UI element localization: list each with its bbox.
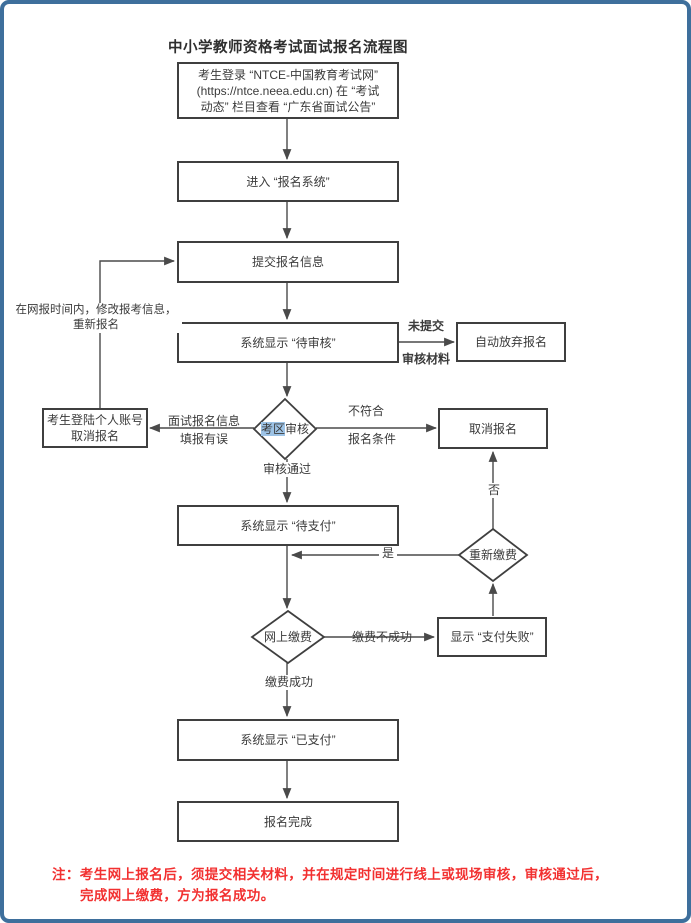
edge-label-no: 否 xyxy=(485,483,503,498)
step-pending-review-box: 系统显示 “待审核” xyxy=(177,322,399,363)
decision-online-payment-diamond xyxy=(250,609,326,665)
edge-label-review-passed: 审核通过 xyxy=(247,462,327,477)
step-submit-info-box: 提交报名信息 xyxy=(177,241,399,283)
footer-note-line2: 完成网上缴费，方为报名成功。 xyxy=(80,888,275,903)
edge-label-wrong-info: 面试报名信息 填报有误 xyxy=(167,414,240,446)
edge-label-payment-unsuccessful: 缴费不成功 xyxy=(351,630,412,644)
decision-online-payment-label: 网上缴费 xyxy=(263,630,312,644)
edge-label-not-qualified: 不符合 报名条件 xyxy=(348,404,397,446)
step-enter-system-box: 进入 “报名系统” xyxy=(177,161,399,202)
step-payment-failed-box: 显示 “支付失败” xyxy=(437,617,547,657)
decision-exam-area-review-label: 考区审核 xyxy=(245,422,325,437)
selected-text-highlight: 考区 xyxy=(260,422,285,436)
step-login-box: 考生登录 “NTCE-中国教育考试网” (https://ntce.neea.e… xyxy=(177,62,399,119)
step-paid-box: 系统显示 “已支付” xyxy=(177,719,399,761)
decision-exam-area-review-rest: 审核 xyxy=(285,422,310,436)
decision-repay-label: 重新缴费 xyxy=(468,548,517,562)
footer-note-line1: 注：考生网上报名后，须提交相关材料，并在规定时间进行线上或现场审核，审核通过后， xyxy=(52,867,608,882)
edge-label-not-submitted: 未提交 审核材料 xyxy=(401,319,450,366)
step-pending-payment-box: 系统显示 “待支付” xyxy=(177,505,399,546)
edge-label-modify-note: 在网报时间内，修改报考信息， 重新报名 xyxy=(10,303,182,333)
step-cancel-registration-box: 取消报名 xyxy=(438,408,548,449)
step-login-cancel-box: 考生登陆个人账号 取消报名 xyxy=(42,408,148,448)
footer-note: 注：考生网上报名后，须提交相关材料，并在规定时间进行线上或现场审核，审核通过后，… xyxy=(52,864,608,906)
page-title: 中小学教师资格考试面试报名流程图 xyxy=(168,40,408,56)
flow-connectors xyxy=(99,119,529,800)
decision-exam-area-review-diamond xyxy=(252,397,318,461)
step-auto-abandon-box: 自动放弃报名 xyxy=(456,322,566,362)
decision-repay-diamond xyxy=(457,527,529,583)
edge-label-yes: 是 xyxy=(379,546,397,561)
connector-logincancel-to-submit xyxy=(99,256,176,408)
edge-label-payment-successful: 缴费成功 xyxy=(251,675,327,690)
step-complete-box: 报名完成 xyxy=(177,801,399,842)
